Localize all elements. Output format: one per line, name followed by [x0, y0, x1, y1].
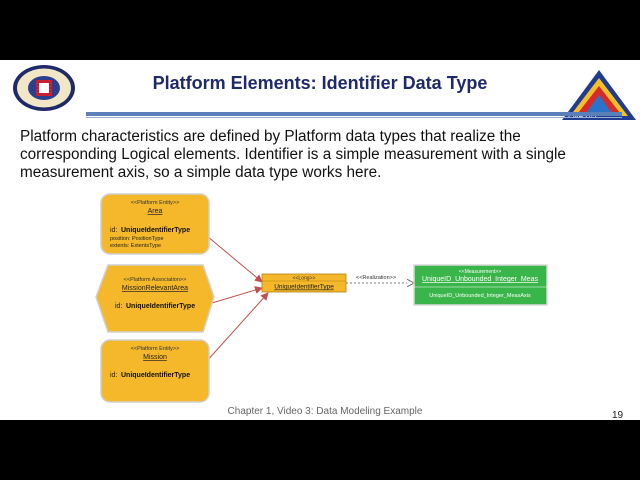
measurement-box[interactable]: <<Measurement>> UniqueID_Unbounded_Integ…	[413, 264, 548, 306]
pma-logo: PMA 209	[562, 70, 636, 120]
mission-id-label: id:	[110, 372, 117, 379]
long-type-box[interactable]: <<Long>> UniqueIdentifierType	[261, 273, 347, 293]
body-text: Platform characteristics are defined by …	[20, 128, 566, 181]
area-id-label: id:	[110, 227, 117, 234]
slide-title: Platform Elements: Identifier Data Type	[152, 73, 488, 93]
mission-id-type: UniqueIdentifierType	[121, 372, 190, 379]
long-name: UniqueIdentifierType	[274, 284, 334, 291]
long-stereotype: <<Long>>	[293, 276, 316, 282]
slide: Platform Elements: Identifier Data Type …	[0, 60, 640, 420]
measurement-stereotype: <<Measurement>>	[459, 269, 501, 275]
area-extents-attr: extents: ExtentsType	[110, 243, 161, 249]
realization-label: <<Realization>>	[356, 275, 396, 281]
page-number: 19	[612, 410, 624, 420]
title-rule	[86, 112, 622, 116]
measurement-axis: UniqueID_Unbounded_Integer_MeasAxis	[429, 293, 531, 299]
mission-entity-box[interactable]: <<Platform Entity>> Mission id: UniqueId…	[100, 339, 210, 403]
mission-area-to-long-connector	[211, 286, 263, 304]
mission-area-stereotype: <<Platform Association>>	[124, 277, 187, 283]
area-to-long-connector	[200, 230, 263, 283]
slide-footer: Chapter 1, Video 3: Data Modeling Exampl…	[227, 406, 423, 417]
mission-area-name: MissionRelevantArea	[122, 285, 188, 292]
area-position-attr: position: PositionType	[110, 236, 164, 242]
seal-logo	[13, 65, 75, 111]
data-model-diagram: <<Realization>> <<Platform Entity>> Area…	[95, 193, 548, 403]
mission-area-id-type: UniqueIdentifierType	[126, 303, 195, 310]
measurement-name: UniqueID_Unbounded_Integer_Meas	[422, 276, 538, 283]
area-stereotype: <<Platform Entity>>	[131, 200, 180, 206]
area-id-type: UniqueIdentifierType	[121, 227, 190, 234]
logo-text: PMA 209	[568, 113, 597, 120]
area-entity-box[interactable]: <<Platform Entity>> Area id: UniqueIdent…	[100, 193, 210, 255]
mission-relevant-area-box[interactable]: <<Platform Association>> MissionRelevant…	[95, 264, 215, 333]
mission-name: Mission	[143, 354, 167, 361]
mission-area-id-label: id:	[115, 303, 122, 310]
area-name: Area	[148, 208, 163, 215]
title-rule-thin	[86, 117, 622, 118]
mission-stereotype: <<Platform Entity>>	[131, 346, 180, 352]
mission-to-long-connector	[205, 292, 269, 363]
